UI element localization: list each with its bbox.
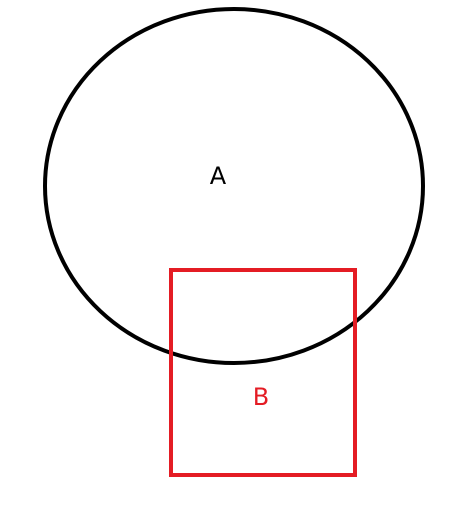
label-b: B	[253, 383, 269, 411]
square-b	[169, 268, 357, 477]
circle-a	[43, 7, 425, 365]
label-a: A	[210, 162, 227, 190]
